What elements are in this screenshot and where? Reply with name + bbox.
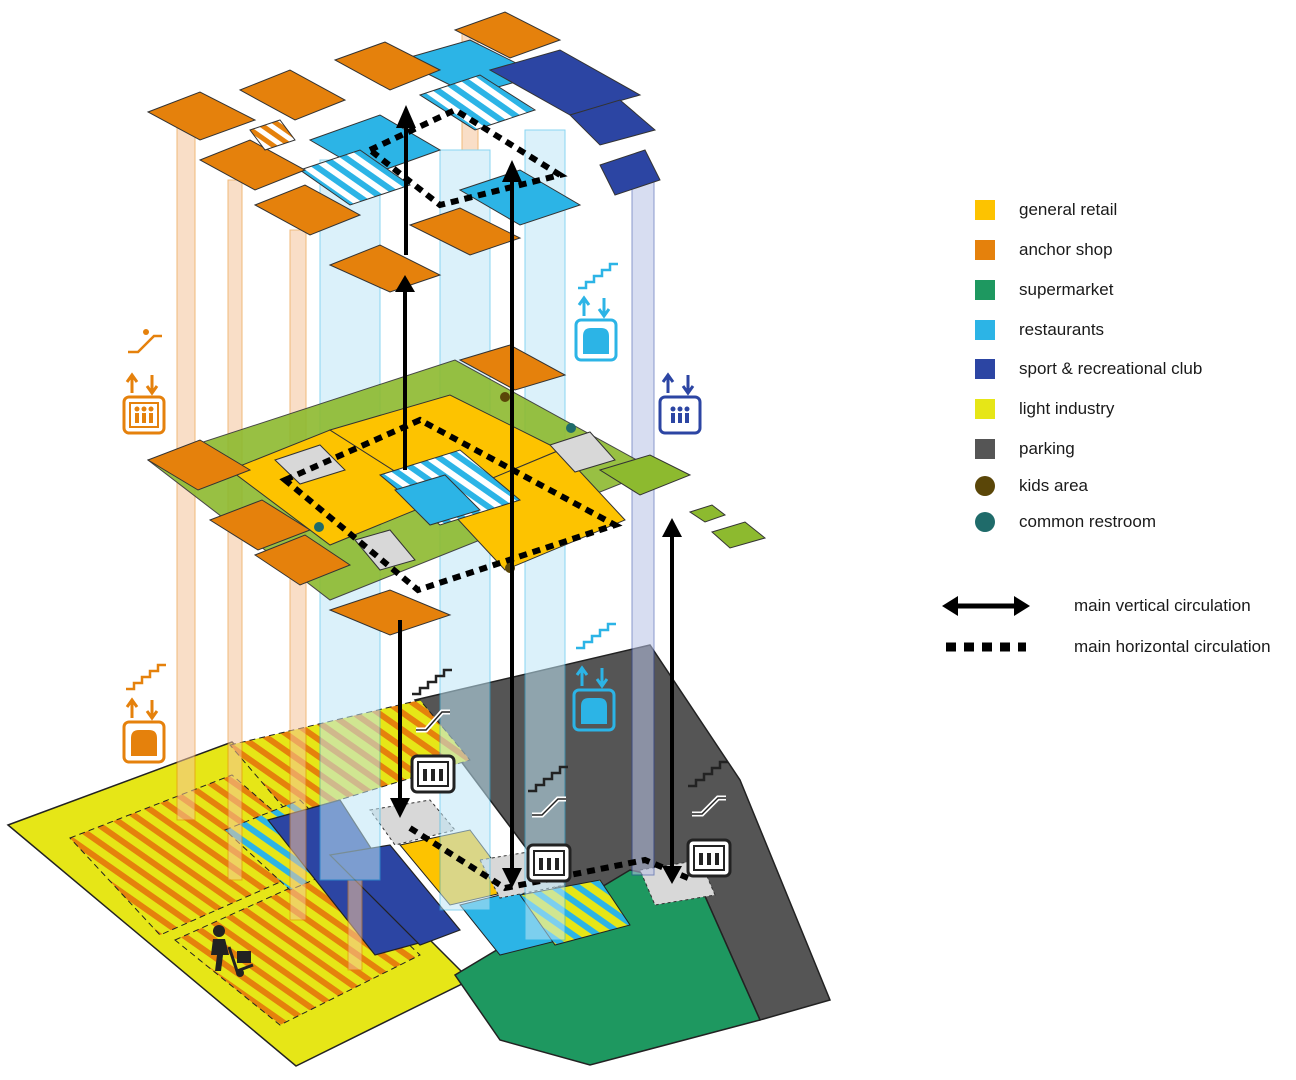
legend-label: general retail [1019, 200, 1118, 219]
anchor-top-hatch [249, 119, 296, 151]
middle-level [146, 344, 767, 636]
retail-middle-block-3 [439, 449, 626, 571]
legend-label: parking [1019, 439, 1075, 458]
anchor-top-4 [453, 11, 562, 59]
core-middle-2 [354, 529, 416, 571]
legend-item-kids-area: kids area [975, 472, 1088, 500]
restroom-marker-1 [566, 423, 576, 433]
legend-swatch [975, 320, 995, 340]
legend-swatch [975, 200, 995, 220]
legend-swatch [975, 280, 995, 300]
vertical-arrow-4-head-bottom [502, 868, 522, 888]
restaurant-middle-block [394, 474, 481, 526]
lift-car-icon-blue-top [574, 295, 618, 362]
legend-label: anchor shop [1019, 240, 1113, 259]
legend-swatch [975, 439, 995, 459]
anchor-top-8 [408, 207, 522, 256]
legend-swatch [975, 512, 995, 532]
green-roof-middle-right [598, 454, 692, 496]
legend-vertical-circulation: main vertical circulation [940, 594, 1251, 618]
supermarket-ground-slab [453, 869, 762, 1066]
sport-shaft-1 [631, 174, 655, 876]
anchor-top-2 [238, 69, 347, 121]
vertical-arrow-5-head-top [662, 518, 682, 537]
sport-top-block-3 [599, 149, 661, 196]
stairs-icon-orange [126, 663, 166, 691]
core-icons-ground-1 [410, 668, 456, 794]
anchor-middle-left-1 [146, 439, 252, 491]
anchor-middle-left-2 [208, 499, 312, 551]
restaurant-top-hatch-1 [298, 149, 412, 206]
core-icons-ground-3 [686, 760, 732, 878]
sport-top-block-1 [488, 49, 642, 116]
restroom-marker-2 [314, 522, 324, 532]
anchor-top-1 [146, 91, 257, 141]
restaurant-top-block-3 [458, 169, 582, 226]
stairs-icon-blue-top [578, 262, 618, 290]
anchor-top-7 [328, 244, 442, 293]
lift-car-icon-blue-bottom [572, 665, 616, 732]
legend-label: common restroom [1019, 512, 1156, 531]
horizontal-circulation-ground [408, 825, 690, 892]
top-level [146, 11, 661, 293]
legend-label: restaurants [1019, 320, 1105, 339]
sport-top-block-2 [569, 99, 657, 146]
legend-swatch [975, 399, 995, 419]
green-roof-bridge-1 [688, 504, 727, 523]
anchor-top-6 [253, 184, 362, 236]
legend-item-common-restroom: common restroom [975, 508, 1156, 536]
legend-label: main horizontal circulation [1074, 637, 1271, 656]
legend-item-restaurants: restaurants [975, 316, 1104, 344]
stairs-icon-blue-bottom [576, 622, 616, 650]
legend-label: sport & recreational club [1019, 359, 1203, 378]
anchor-middle-left-3 [253, 534, 352, 586]
vertical-circulation-arrows [390, 105, 690, 892]
legend-label: light industry [1019, 399, 1115, 418]
double-arrow-icon [942, 596, 1030, 616]
elevator-icon-orange [122, 372, 166, 435]
legend-item-parking: parking [975, 435, 1075, 463]
anchor-middle-bottom [328, 589, 452, 636]
vertical-arrow-2-head [395, 275, 415, 292]
anchor-top-5 [198, 139, 307, 191]
legend-label: main vertical circulation [1074, 596, 1251, 615]
vertical-arrow-4-head-top [502, 160, 522, 182]
anchor-top-3 [333, 41, 442, 91]
dashed-line-icon [946, 642, 1026, 652]
legend-horizontal-circulation: main horizontal circulation [940, 635, 1271, 659]
hand-truck-worker-icon [211, 925, 254, 977]
legend-item-general-retail: general retail [975, 196, 1117, 224]
green-roof-bridge-2 [711, 521, 767, 549]
legend-label: supermarket [1019, 280, 1114, 299]
vertical-arrow-3-head [390, 798, 410, 818]
legend-label: kids area [1019, 476, 1088, 495]
core-icons-ground-2 [526, 765, 572, 883]
kids-area-marker-2 [500, 392, 510, 402]
legend-swatch [975, 240, 995, 260]
vertical-arrow-5-head-bottom [662, 866, 682, 884]
escalator-icon-orange [128, 329, 162, 354]
legend-item-sport-club: sport & recreational club [975, 355, 1202, 383]
core-ground-1 [369, 799, 456, 846]
lift-car-icon-orange [122, 697, 166, 764]
elevator-icon-navy [658, 372, 702, 435]
core-middle-3 [549, 431, 616, 473]
horizontal-circulation-middle [279, 416, 623, 594]
vertical-arrow-1-head [396, 105, 416, 128]
legend-swatch [975, 476, 995, 496]
horizontal-circulation-top [364, 106, 568, 209]
restaurant-top-hatch-2 [418, 74, 537, 131]
legend-item-anchor-shop: anchor shop [975, 236, 1113, 264]
legend-swatch [975, 359, 995, 379]
legend-item-light-industry: light industry [975, 395, 1114, 423]
legend-item-supermarket: supermarket [975, 276, 1113, 304]
